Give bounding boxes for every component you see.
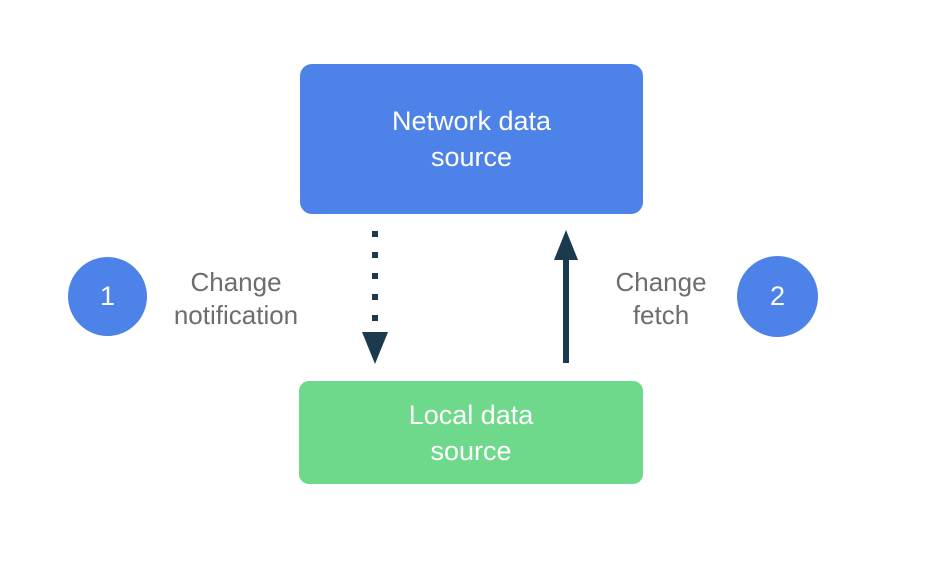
arrowhead-up-icon	[554, 230, 578, 260]
step-2-number: 2	[769, 281, 786, 311]
step-2-badge: 2	[737, 256, 818, 337]
local-data-source-node: Local data source	[299, 381, 643, 484]
step-1-badge: 1	[68, 257, 147, 336]
change-notification-arrow	[362, 231, 388, 364]
network-data-source-label: Network data source	[391, 106, 552, 172]
change-fetch-label: Change fetch	[615, 267, 707, 330]
local-data-source-label: Local data source	[408, 399, 534, 466]
network-data-source-node: Network data source	[300, 64, 643, 214]
step-1-number: 1	[99, 281, 116, 311]
arrowhead-down-icon	[362, 332, 388, 364]
change-notification-label: Change notification	[173, 267, 299, 330]
